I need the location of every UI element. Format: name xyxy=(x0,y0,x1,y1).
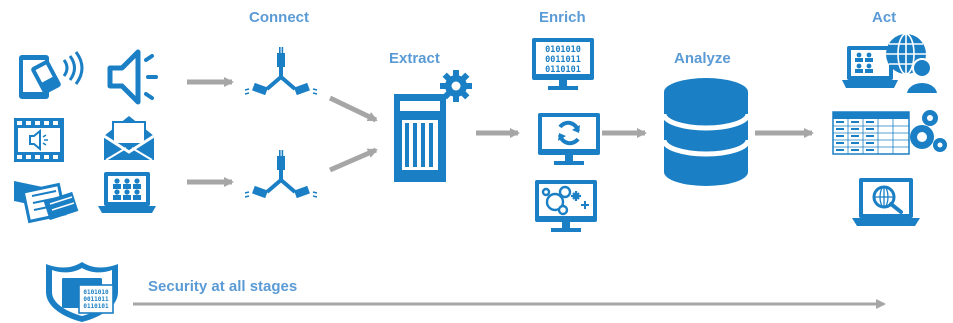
table-molecule-icon xyxy=(832,110,947,155)
envelope-icon xyxy=(103,116,155,161)
security-label: Security at all stages xyxy=(148,278,298,295)
binary-line: 0101010 xyxy=(83,289,109,296)
enrich-label: Enrich xyxy=(539,9,586,26)
monitor-refresh-icon xyxy=(538,113,600,165)
monitor-molecule-icon xyxy=(535,180,597,232)
extract-label: Extract xyxy=(389,50,440,67)
connector-icon xyxy=(243,45,319,98)
connect-label: Connect xyxy=(249,9,309,26)
laptop-globe-user-icon xyxy=(842,33,940,95)
laptop-users-icon xyxy=(98,172,156,213)
binary-line: 0110101 xyxy=(545,65,581,75)
monitor-binary-icon: 0101010 0011011 0110101 xyxy=(532,38,594,90)
binary-line: 0110101 xyxy=(83,303,109,310)
arrow xyxy=(329,147,378,173)
printer-icon xyxy=(14,180,79,224)
server-gear-icon xyxy=(394,70,472,182)
analyze-label: Analyze xyxy=(674,50,731,67)
video-film-icon xyxy=(14,118,64,162)
binary-line: 0011011 xyxy=(545,55,581,65)
flow-arrows xyxy=(133,77,886,309)
speaker-icon xyxy=(107,49,158,105)
tablet-phone-icon xyxy=(19,51,84,99)
arrow xyxy=(328,95,378,123)
database-icon xyxy=(661,78,751,186)
shield-icon: 0101010 0011011 0110101 xyxy=(46,262,118,322)
binary-line: 0101010 xyxy=(545,45,581,55)
laptop-search-icon xyxy=(852,178,920,226)
connector-icon xyxy=(243,148,319,201)
act-label: Act xyxy=(872,9,897,26)
binary-line: 0011011 xyxy=(83,296,109,303)
